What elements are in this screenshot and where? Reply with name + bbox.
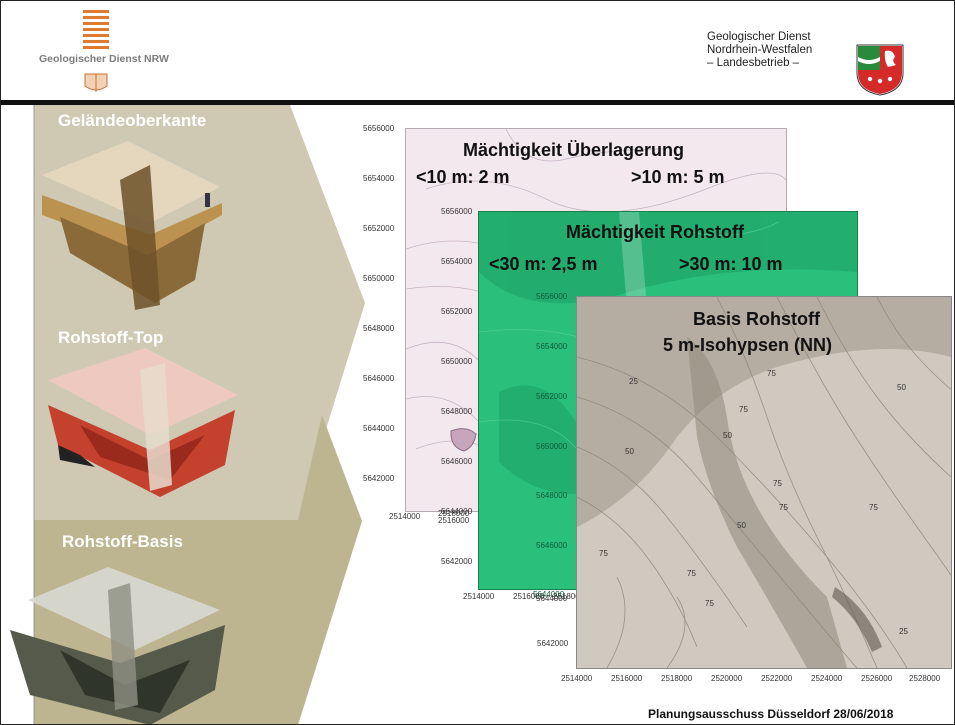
stacked-tick: 2518000 (438, 509, 470, 518)
map-resource-base: Basis Rohstoff 5 m-Isohypsen (NN) 25 75 … (576, 296, 952, 669)
resource-base-contours-icon (577, 297, 951, 668)
resource-base-x-tick: 2518000 (661, 674, 693, 683)
resource-thickness-legend-left: <30 m: 2,5 m (489, 254, 598, 274)
left-panel-shapes (10, 105, 365, 725)
contour-label: 25 (899, 627, 908, 636)
agency-line-2: Nordrhein-Westfalen (707, 44, 813, 56)
contour-label: 75 (705, 599, 714, 608)
stacked-tick: 5646000 (536, 541, 568, 550)
logo-left-text: Geologischer Dienst NRW (39, 53, 169, 65)
contour-label: 75 (599, 549, 608, 558)
overburden-y-tick: 5650000 (363, 274, 395, 283)
resource-base-x-tick: 2526000 (861, 674, 893, 683)
overburden-y-tick: 5648000 (363, 324, 395, 333)
resource-base-x-tick: 2522000 (761, 674, 793, 683)
terrain-surface-3d-render-icon (42, 141, 222, 310)
resource-thickness-y-tick: 5644000 (441, 507, 473, 516)
overburden-y-tick: 5652000 (363, 224, 395, 233)
resource-thickness-x-tick: 2514000 (463, 592, 495, 601)
contour-label: 25 (629, 377, 638, 386)
contour-label: 50 (897, 383, 906, 392)
stacked-tick: 5650000 (536, 442, 568, 451)
section-label-resource-top: Rohstoff-Top (58, 328, 164, 347)
section-label-surface: Geländeoberkante (58, 111, 207, 130)
contour-label: 50 (737, 521, 746, 530)
resource-base-x-tick: 2520000 (711, 674, 743, 683)
resource-thickness-y-tick: 5650000 (441, 357, 473, 366)
resource-thickness-y-tick: 5648000 (441, 407, 473, 416)
resource-thickness-y-tick: 5646000 (441, 457, 473, 466)
contour-label: 75 (869, 503, 878, 512)
footer-text: Planungsausschuss Düsseldorf 28/06/2018 (648, 707, 894, 721)
contour-label: 75 (779, 503, 788, 512)
overburden-x-tick: 2514000 (389, 512, 421, 521)
resource-base-3d-render-icon (10, 567, 225, 725)
resource-thickness-title: Mächtigkeit Rohstoff (566, 222, 744, 242)
section-label-resource-base: Rohstoff-Basis (62, 532, 183, 551)
overburden-y-tick: 5654000 (363, 174, 395, 183)
header-divider (0, 100, 955, 105)
resource-thickness-y-tick: 5654000 (441, 257, 473, 266)
overburden-y-tick: 5646000 (363, 374, 395, 383)
overburden-legend-left: <10 m: 2 m (416, 167, 510, 187)
contour-label: 50 (625, 447, 634, 456)
stacked-tick: 5644000 (533, 590, 565, 599)
contour-label: 75 (773, 479, 782, 488)
resource-base-title: Basis Rohstoff (693, 309, 821, 329)
resource-thickness-y-tick: 5656000 (441, 207, 473, 216)
resource-thickness-contours-icon (479, 212, 857, 494)
overburden-y-tick: 5642000 (363, 474, 395, 483)
agency-line-1: Geologischer Dienst (707, 31, 811, 43)
gd-nrw-logo-icon (83, 10, 109, 92)
stacked-tick: 5654000 (536, 342, 568, 351)
contour-label: 75 (767, 369, 776, 378)
contour-label: 75 (687, 569, 696, 578)
contour-label: 50 (723, 431, 732, 440)
nrw-coat-of-arms-icon (856, 44, 904, 96)
resource-base-x-tick: 2514000 (561, 674, 593, 683)
resource-thickness-x-tick: 2518000 (553, 592, 585, 601)
stacked-tick: 5652000 (536, 392, 568, 401)
stacked-tick: 5648000 (536, 491, 568, 500)
agency-line-3: – Landesbetrieb – (707, 57, 800, 69)
contour-label: 75 (739, 405, 748, 414)
resource-thickness-y-tick: 5652000 (441, 307, 473, 316)
resource-base-y-tick: 5642000 (537, 639, 569, 648)
overburden-y-tick: 5656000 (363, 124, 395, 133)
agency-name: Geologischer Dienst Nordrhein-Westfalen … (707, 31, 812, 70)
resource-thickness-legend-right: >30 m: 10 m (679, 254, 783, 274)
resource-base-x-tick: 2528000 (909, 674, 941, 683)
resource-base-x-tick: 2524000 (811, 674, 843, 683)
resource-thickness-x-tick: 2516000 (513, 592, 545, 601)
stacked-tick: 2516000 (438, 516, 470, 525)
stacked-tick: 5656000 (536, 292, 568, 301)
overburden-legend-right: >10 m: 5 m (631, 167, 725, 187)
overburden-y-tick: 5644000 (363, 424, 395, 433)
resource-base-x-tick: 2516000 (611, 674, 643, 683)
resource-top-3d-render-icon (48, 348, 238, 497)
overburden-title: Mächtigkeit Überlagerung (463, 140, 685, 160)
resource-base-subtitle: 5 m-Isohypsen (NN) (663, 335, 833, 355)
resource-thickness-y-tick: 5642000 (441, 557, 473, 566)
resource-base-y-tick: 5644000 (536, 594, 568, 603)
